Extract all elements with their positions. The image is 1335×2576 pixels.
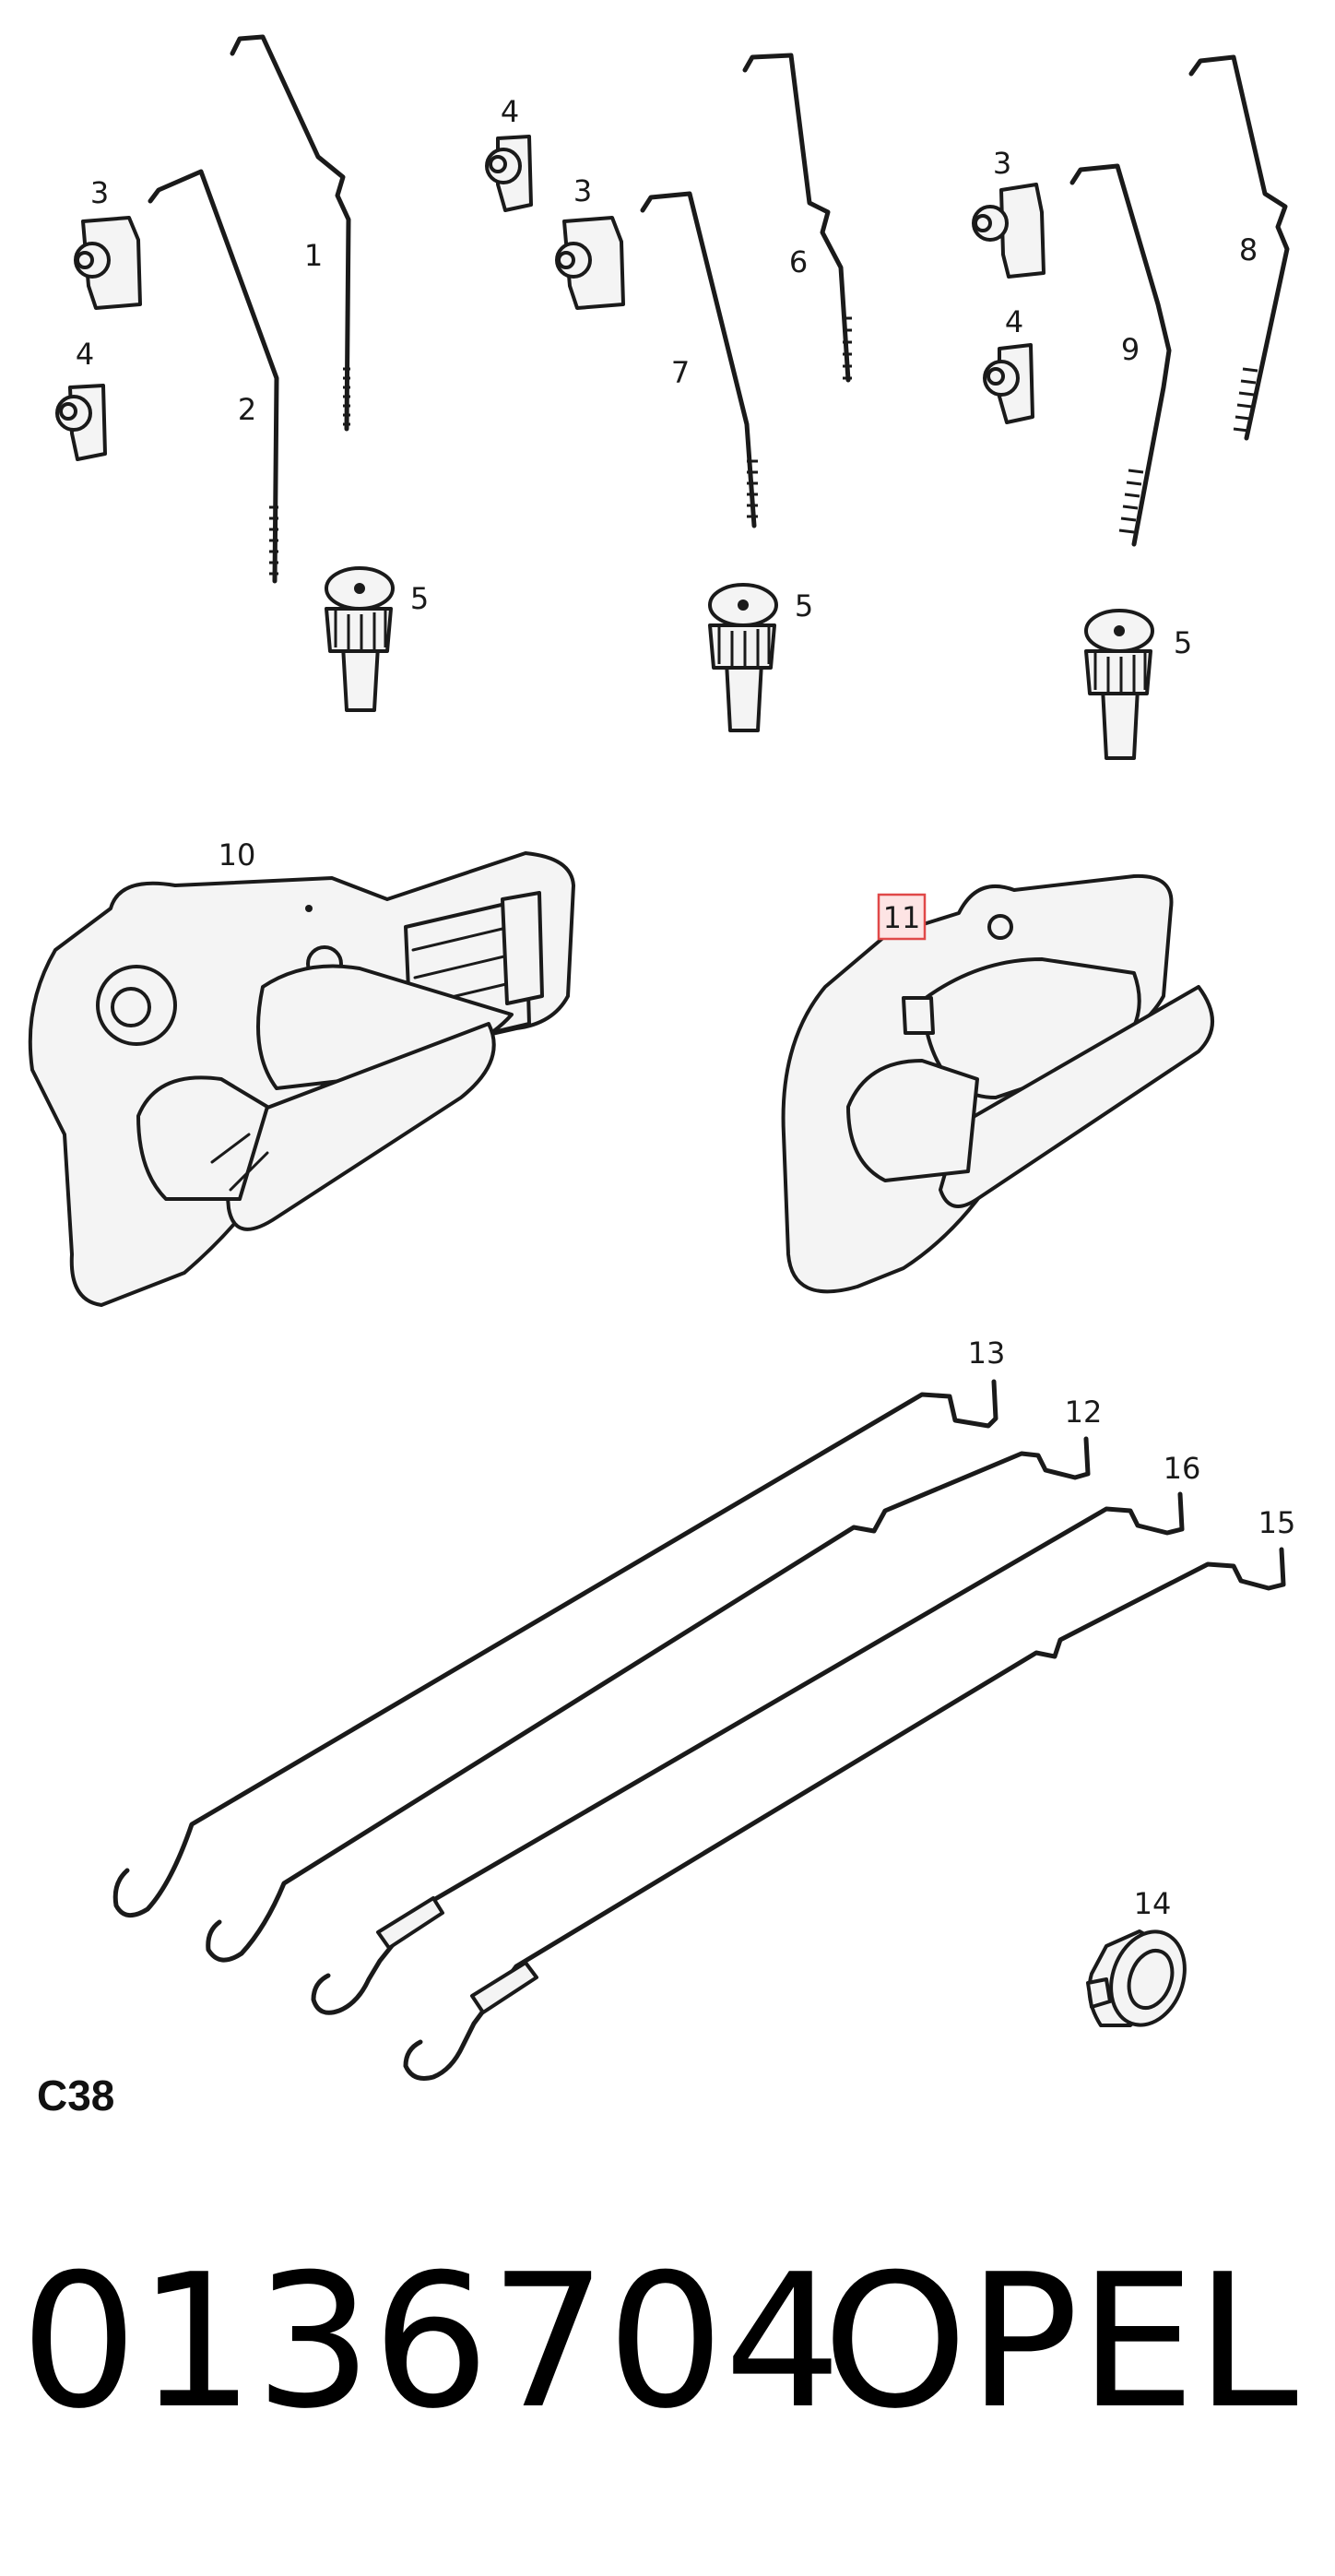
callout-3: 3: [573, 173, 592, 208]
callout-3: 3: [993, 146, 1011, 181]
long-rod-15: [403, 1547, 1286, 2081]
clip-4-left: [55, 384, 107, 461]
callout-2: 2: [238, 392, 256, 427]
callout-14: 14: [1134, 1886, 1172, 1921]
callout-8: 8: [1239, 232, 1258, 267]
lock-knob-5-left: [325, 566, 395, 712]
clip-4-middle: [485, 135, 533, 212]
part-number: 0136704: [20, 2235, 842, 2450]
callout-1: 1: [304, 238, 323, 273]
rod-7: [640, 191, 758, 528]
diagram-code: C38: [37, 2071, 114, 2119]
brand-name: OPEL: [822, 2235, 1298, 2450]
callout-15: 15: [1258, 1505, 1296, 1540]
rod-2: [148, 169, 279, 584]
rod-1: [230, 34, 351, 432]
callout-12: 12: [1065, 1395, 1103, 1430]
rod-9: [1069, 163, 1172, 547]
callout-5: 5: [1174, 625, 1192, 660]
lock-knob-5-right: [1084, 609, 1154, 760]
callout-4: 4: [76, 337, 94, 372]
parts-diagram: 1 2 3 4 4 3 6 7 3 4 9 8 5 5 5 10 11 13 1…: [28, 34, 1296, 2119]
callout-16: 16: [1164, 1451, 1201, 1486]
clip-3-right: [972, 183, 1046, 279]
callout-5: 5: [795, 588, 813, 623]
callout-4: 4: [501, 94, 519, 129]
rod-6: [742, 53, 852, 383]
clip-4-right: [983, 343, 1034, 424]
long-rod-12: [206, 1436, 1091, 1963]
callout-5: 5: [410, 581, 429, 616]
callout-13: 13: [968, 1335, 1006, 1371]
door-handle-10: [28, 851, 575, 1307]
clip-3-middle: [555, 216, 625, 310]
lock-knob-5-middle: [708, 583, 778, 732]
grommet-14: [1086, 1929, 1187, 2027]
long-rod-16: [311, 1491, 1185, 2015]
callout-9: 9: [1121, 332, 1140, 367]
callout-7: 7: [671, 355, 690, 390]
callout-10: 10: [219, 837, 256, 873]
callout-11-highlight: [877, 893, 927, 941]
long-rod-13: [112, 1379, 998, 1917]
rod-8: [1188, 54, 1290, 441]
door-handle-11: [781, 873, 1214, 1294]
callout-6: 6: [789, 244, 808, 279]
callout-4: 4: [1005, 304, 1023, 339]
clip-3-left: [74, 216, 142, 310]
callout-3: 3: [90, 175, 109, 210]
callout-11: 11: [883, 900, 921, 935]
